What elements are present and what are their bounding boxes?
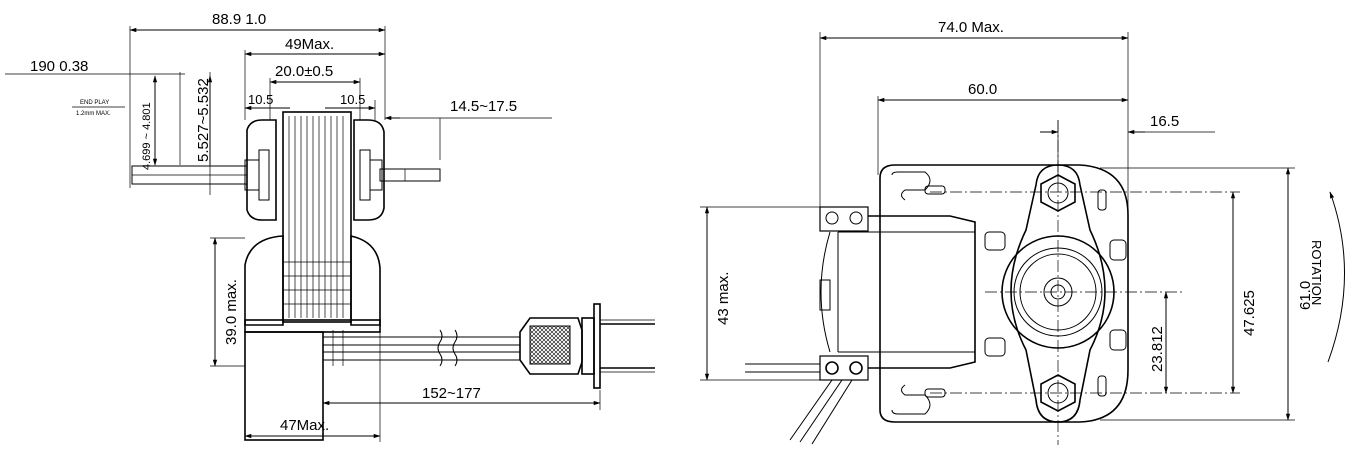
- center-height-label: 23.812: [1149, 326, 1166, 372]
- right-gap-label: 10.5: [340, 92, 365, 107]
- front-view: 74.0 Max. 60.0 16.5 43 max. 47.625 61.0 …: [700, 19, 1345, 445]
- cord-length-label: 152~177: [422, 385, 481, 402]
- shaft-dia-label: 190 0.38: [30, 58, 88, 75]
- bearing-dia-2-label: 5.527~5.532: [195, 78, 212, 162]
- left-gap-label: 10.5: [248, 92, 273, 107]
- frame-height-label: 43 max.: [715, 272, 732, 325]
- shaft-ext-label: 14.5~17.5: [450, 98, 517, 115]
- body-width-label: 49Max.: [285, 36, 334, 53]
- stack-width-label: 20.0±0.5: [275, 63, 333, 80]
- hole-spacing-label: 47.625: [1241, 290, 1258, 336]
- total-height-label: 61.0: [1297, 281, 1314, 310]
- end-play-line1: END PLAY: [80, 100, 109, 106]
- height-label: 39.0 max.: [223, 279, 240, 345]
- base-width-label: 47Max.: [280, 417, 329, 434]
- overall-length-label: 88.9 1.0: [212, 11, 266, 28]
- end-play-line2: 1.2mm MAX.: [76, 111, 111, 117]
- overall-width-label: 74.0 Max.: [938, 19, 1004, 36]
- mount-width-label: 60.0: [968, 81, 997, 98]
- side-view: 88.9 1.0 49Max. 20.0±0.5 10.5 10.5 14.5~…: [5, 11, 655, 442]
- bearing-dia-1-label: 4.699 ~ 4.801: [141, 102, 153, 170]
- rotation-label: ROTATION: [1309, 240, 1324, 305]
- lamination-lines: [288, 116, 344, 318]
- offset-label: 16.5: [1150, 113, 1179, 130]
